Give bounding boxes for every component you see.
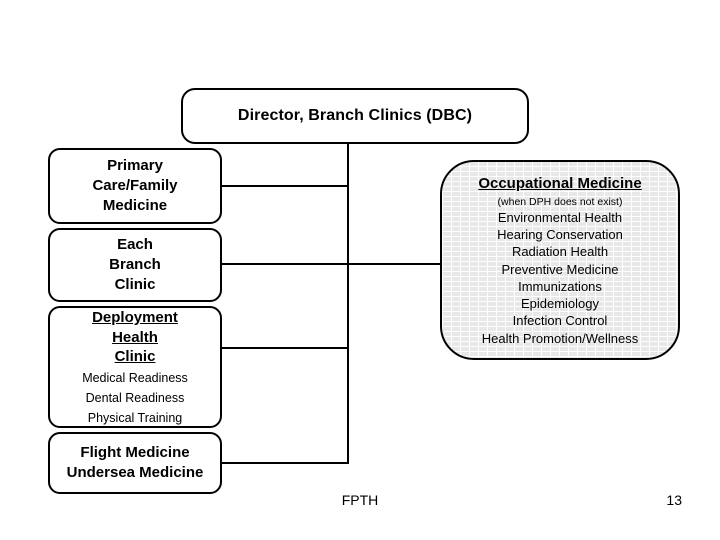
node-flight-undersea-medicine[interactable]: Flight Medicine Undersea Medicine — [48, 432, 222, 494]
node-title-line-2: Branch — [109, 256, 161, 274]
slide-footer-label: FPTH — [341, 492, 379, 508]
node-list-item: Infection Control — [512, 313, 608, 329]
node-title-line-1: Primary — [107, 157, 163, 175]
connector-branch-each-branch-clinic — [221, 263, 349, 265]
node-list-item: Medical Readiness — [82, 371, 188, 386]
node-list-item: Physical Training — [87, 410, 183, 425]
node-occupational-medicine[interactable]: Occupational Medicine (when DPH does not… — [440, 160, 680, 360]
connector-branch-primary-care — [221, 185, 349, 187]
node-note: (when DPH does not exist) — [497, 195, 623, 208]
slide-page-number: 13 — [666, 492, 682, 508]
connector-branch-occupational-medicine — [347, 263, 442, 265]
connector-trunk-vertical — [347, 142, 349, 464]
node-title-line-2: Care/Family — [92, 177, 178, 195]
node-list-item: Environmental Health — [497, 209, 623, 225]
node-list-item: Immunizations — [518, 278, 602, 294]
connector-branch-deployment-health — [221, 347, 349, 349]
node-each-branch-clinic[interactable]: Each Branch Clinic — [48, 228, 222, 302]
node-title: Occupational Medicine — [478, 175, 642, 192]
node-title-line-1: Each — [117, 236, 153, 254]
node-title-line-2: Health — [112, 328, 158, 346]
node-title-line-2: Undersea Medicine — [66, 464, 204, 481]
node-title-line-3: Clinic — [114, 275, 156, 293]
node-list-item: Preventive Medicine — [501, 261, 619, 277]
node-list-item: Health Promotion/Wellness — [481, 330, 639, 346]
node-title: Director, Branch Clinics (DBC) — [237, 107, 473, 124]
connector-branch-flight-medicine — [221, 462, 349, 464]
node-list-item: Epidemiology — [520, 296, 600, 312]
node-list-item: Hearing Conservation — [497, 226, 623, 242]
node-title-line-3: Clinic — [114, 348, 156, 366]
node-list-item: Radiation Health — [511, 244, 609, 260]
node-title-line-1: Deployment — [92, 308, 178, 326]
node-primary-care-family-medicine[interactable]: Primary Care/Family Medicine — [48, 148, 222, 224]
node-deployment-health-clinic[interactable]: Deployment Health Clinic Medical Readine… — [48, 306, 222, 428]
node-director-branch-clinics[interactable]: Director, Branch Clinics (DBC) — [181, 88, 529, 144]
node-title-line-3: Medicine — [102, 196, 168, 214]
node-title-line-1: Flight Medicine — [80, 444, 190, 462]
node-list-item: Dental Readiness — [85, 390, 185, 405]
